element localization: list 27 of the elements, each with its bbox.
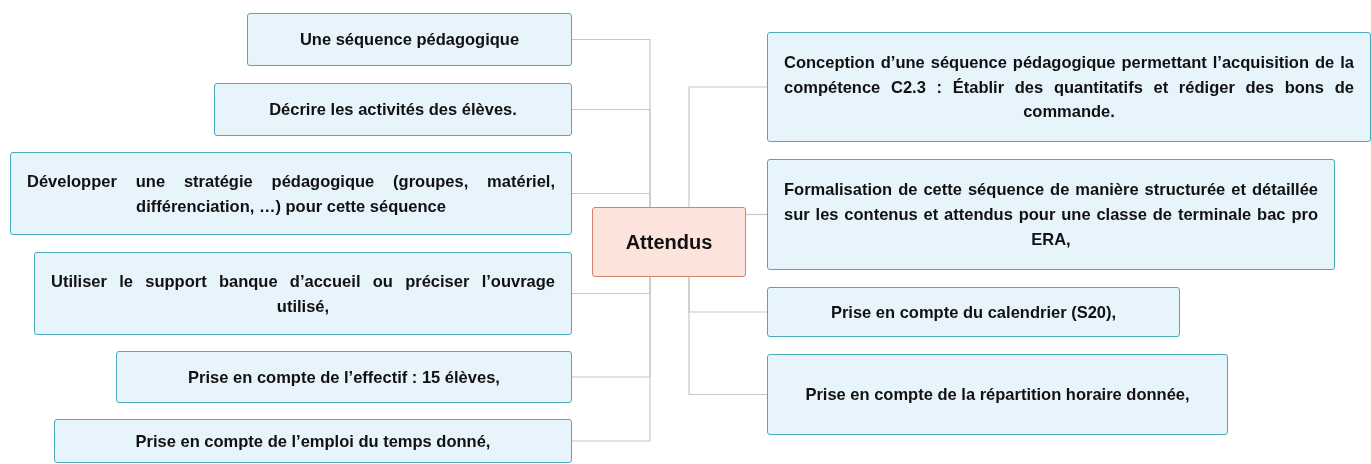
- subtopic-text: Une séquence pédagogique: [298, 29, 521, 51]
- subtopic-box: [34, 252, 572, 335]
- subtopic-box: [767, 354, 1228, 435]
- subtopic-text: Prise en compte de l’emploi du temps donné,: [134, 430, 492, 452]
- subtopic-text: Utiliser le support banque d’accueil ou préciser l’ouvrage utilisé,: [51, 270, 555, 317]
- subtopic-box: [116, 351, 572, 403]
- connector-line: [571, 276, 651, 442]
- subtopic-box: [214, 83, 572, 136]
- subtopic-box: [767, 159, 1335, 270]
- connector-line: [571, 192, 651, 208]
- connector-line: [688, 86, 768, 208]
- subtopic-text: Développer une stratégie pédagogique (groupes, matériel, différenciation, …) pour cette séquence: [27, 170, 555, 217]
- subtopic-text: Décrire les activités des élèves.: [268, 99, 518, 121]
- subtopic-text: Prise en compte de l’effectif : 15 élèves,: [187, 366, 501, 388]
- connector-line: [688, 276, 768, 396]
- subtopic-box: [767, 287, 1180, 337]
- connector-line: [745, 213, 768, 216]
- central-topic-text: Attendus: [624, 230, 714, 255]
- subtopic-text: Formalisation de cette séquence de manière structurée et détaillée sur les contenus et attendus pour une classe de terminale bac pro ERA,: [784, 179, 1318, 250]
- central-topic-box: [592, 207, 746, 277]
- subtopic-box: [247, 13, 572, 66]
- subtopic-box: [54, 419, 572, 463]
- subtopic-text: Prise en compte de la répartition horaire donnée,: [804, 384, 1191, 406]
- subtopic-box: [10, 152, 572, 235]
- subtopic-text: Conception d’une séquence pédagogique permettant l’acquisition de la compétence C2.3 : Établir des quantitatifs et rédiger des bons de commande.: [784, 51, 1354, 123]
- subtopic-text: Prise en compte du calendrier (S20),: [829, 301, 1118, 323]
- subtopic-box: [767, 32, 1371, 142]
